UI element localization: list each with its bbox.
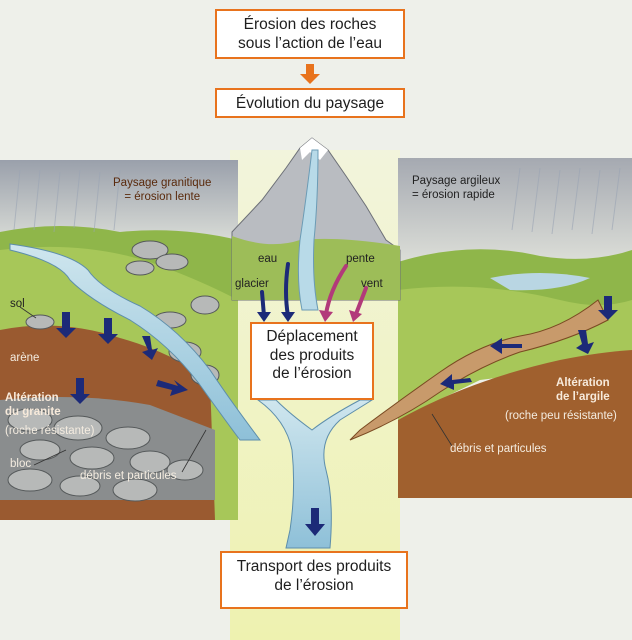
left-title-line-1: Paysage granitique: [113, 177, 212, 189]
pente-arrow: [324, 264, 348, 316]
orange-connector-arrow: [300, 64, 320, 84]
arrow-bottom: [305, 508, 325, 536]
main-river: [297, 149, 319, 311]
eau-arrow: [284, 262, 290, 318]
right-gully: [349, 299, 609, 441]
arrow-left-2: [98, 318, 118, 344]
arrow-right-2: [440, 374, 472, 390]
wind-arrows: [324, 264, 368, 316]
leader-lines: [19, 306, 453, 473]
right-title: Paysage argileux = érosion rapide: [412, 175, 500, 202]
label-eau: eau: [258, 253, 278, 265]
evolution-box: Évolution du paysage: [215, 88, 405, 118]
right-title-line-1: Paysage argileux: [412, 175, 501, 187]
left-rain: [13, 169, 121, 233]
left-river: [9, 243, 261, 441]
mountain-valley: [232, 236, 400, 300]
label-roche-resistante: (roche résistante): [5, 425, 95, 437]
left-bedrock: [0, 396, 215, 500]
label-debris-right: débris et particules: [450, 443, 547, 455]
erosion-box: Érosion des roches sous l’action de l’ea…: [215, 9, 405, 59]
transport-line-1: Transport des produits: [236, 558, 392, 575]
label-pente: pente: [346, 253, 375, 265]
label-sol: sol: [10, 298, 25, 310]
lower-river: [256, 399, 374, 549]
erosion-line-1: Érosion des roches: [243, 16, 377, 33]
left-title: Paysage granitique = érosion lente: [113, 177, 211, 204]
right-lake: [490, 273, 590, 291]
alteration-argile-line-2: de l’argile: [556, 390, 610, 403]
arrow-left-1: [56, 312, 76, 338]
granite-blocks: [7, 240, 220, 502]
arrow-left-5: [142, 336, 158, 360]
arrow-left-3: [70, 378, 90, 404]
label-alteration-granite: Altération du granite: [5, 392, 61, 419]
evolution-label: Évolution du paysage: [235, 95, 385, 112]
mountain-snow: [300, 138, 328, 160]
arrow-right-1: [490, 338, 522, 354]
left-title-line-2: = érosion lente: [124, 190, 201, 203]
label-arene: arène: [10, 352, 40, 364]
water-arrowheads: [257, 312, 295, 322]
arrow-right-3: [576, 330, 594, 354]
label-vent: vent: [361, 278, 383, 290]
alteration-argile-line-1: Altération: [556, 377, 610, 389]
label-glacier: glacier: [235, 278, 269, 290]
deplacement-box: Déplacement des produits de l’érosion: [250, 322, 374, 400]
label-alteration-argile: Altération de l’argile: [556, 377, 610, 404]
left-panel: [0, 160, 261, 520]
wind-arrowheads: [319, 310, 362, 322]
label-bloc: bloc: [10, 458, 32, 470]
alteration-granite-line-1: Altération: [5, 392, 59, 404]
erosion-line-2: sous l’action de l’eau: [238, 34, 382, 52]
right-title-line-2: = érosion rapide: [412, 188, 495, 201]
right-rain: [511, 167, 621, 235]
right-panel: [349, 158, 632, 498]
label-roche-peu-resistante: (roche peu résistante): [505, 410, 617, 422]
deplacement-line-1: Déplacement: [266, 328, 358, 345]
right-sky: [398, 158, 632, 268]
flow-arrows: [56, 296, 618, 536]
arrow-right-4: [598, 296, 618, 320]
label-debris-left: débris et particules: [80, 470, 177, 482]
right-clay: [398, 350, 632, 498]
arrow-left-4: [156, 380, 188, 396]
alteration-granite-line-2: du granite: [5, 405, 61, 418]
deplacement-line-3: de l’érosion: [272, 365, 352, 383]
deplacement-line-2: des produits: [269, 346, 355, 364]
transport-line-2: de l’érosion: [274, 576, 354, 594]
vent-arrow: [354, 286, 368, 316]
transport-box: Transport des produits de l’érosion: [220, 551, 408, 609]
